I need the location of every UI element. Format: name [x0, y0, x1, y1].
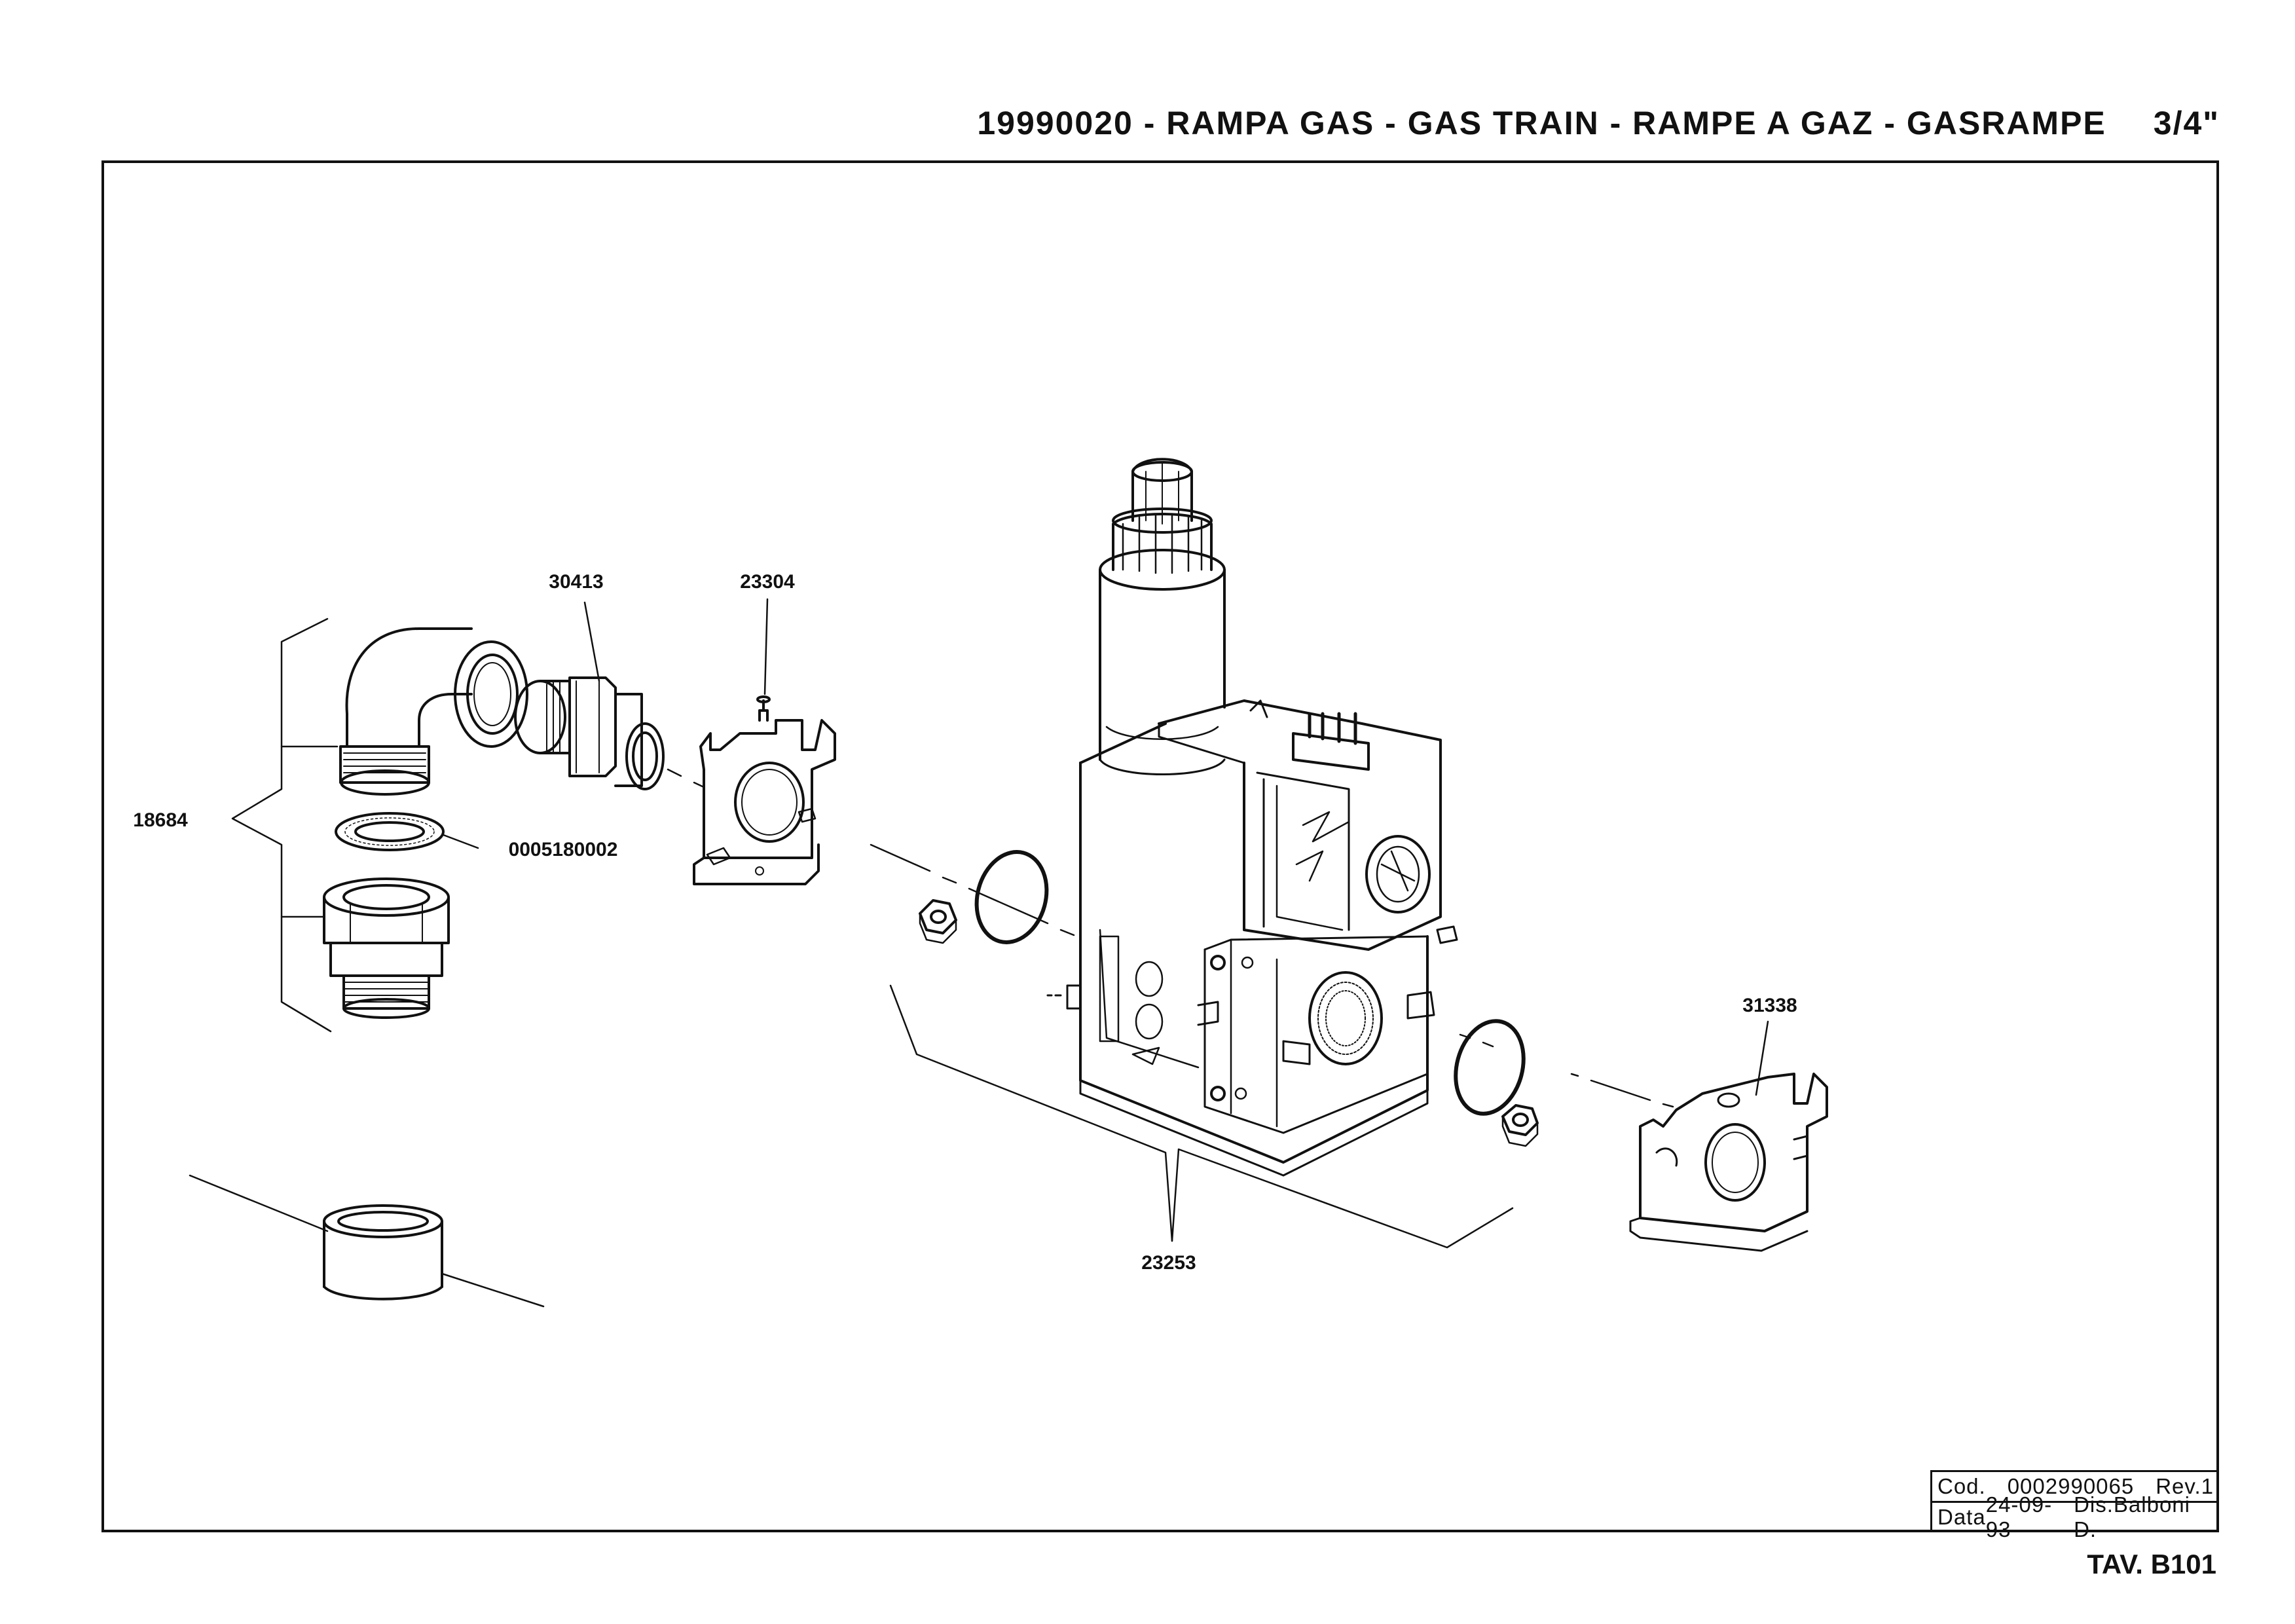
pipe-sleeve: [189, 1174, 545, 1308]
title-pipe-size: 3/4": [2153, 105, 2220, 141]
title-french: RAMPE A GAZ: [1632, 105, 1874, 141]
union-adaptor: [323, 877, 450, 1019]
date-label: Data: [1937, 1505, 1986, 1529]
leader-lines: [231, 598, 1769, 1249]
flat-gasket: [335, 812, 445, 851]
code-label: Cod.: [1937, 1474, 1986, 1498]
inlet-flange: [693, 695, 836, 885]
o-ring-outlet: [1454, 1019, 1526, 1116]
part-label-31338: 31338: [1742, 995, 1797, 1016]
hex-nut-outlet: [1501, 1104, 1539, 1147]
title-block: Cod. 0002990065 Rev.1 Data 24-09-93 Dis.…: [1930, 1470, 2219, 1541]
title-italian: RAMPA GAS: [1166, 105, 1375, 141]
part-label-0005180002: 0005180002: [509, 839, 618, 860]
part-label-23253: 23253: [1141, 1252, 1196, 1274]
hex-nut-inlet: [919, 899, 957, 944]
title-block-date-row: Data 24-09-93 Dis.Balboni D.: [1932, 1492, 2219, 1541]
part-label-18684: 18684: [133, 809, 188, 831]
sheet-number: TAV. B101: [2087, 1549, 2216, 1579]
threaded-nipple: [514, 676, 665, 790]
gas-valve-body: [1046, 458, 1458, 1177]
elbow-fitting: [339, 627, 528, 796]
o-ring-inlet: [974, 850, 1049, 944]
date-value: 24-09-93: [1985, 1492, 2053, 1541]
revision: Rev.1: [2156, 1474, 2214, 1498]
title-code: 19990020: [977, 105, 1133, 141]
drawer-name: Dis.Balboni D.: [2074, 1492, 2190, 1541]
drawing-frame: [101, 160, 2219, 1532]
title-german: GASRAMPE: [1906, 105, 2106, 141]
code-value: 0002990065: [2007, 1474, 2135, 1498]
sheet-title: 19990020 - RAMPA GAS - GAS TRAIN - RAMPE…: [977, 105, 2220, 141]
title-block-code-row: Cod. 0002990065 Rev.1: [1932, 1472, 2219, 1501]
outlet-flange: [1629, 1073, 1828, 1252]
part-label-30413: 30413: [549, 571, 603, 593]
title-english: GAS TRAIN: [1407, 105, 1600, 141]
part-label-23304: 23304: [740, 571, 795, 593]
